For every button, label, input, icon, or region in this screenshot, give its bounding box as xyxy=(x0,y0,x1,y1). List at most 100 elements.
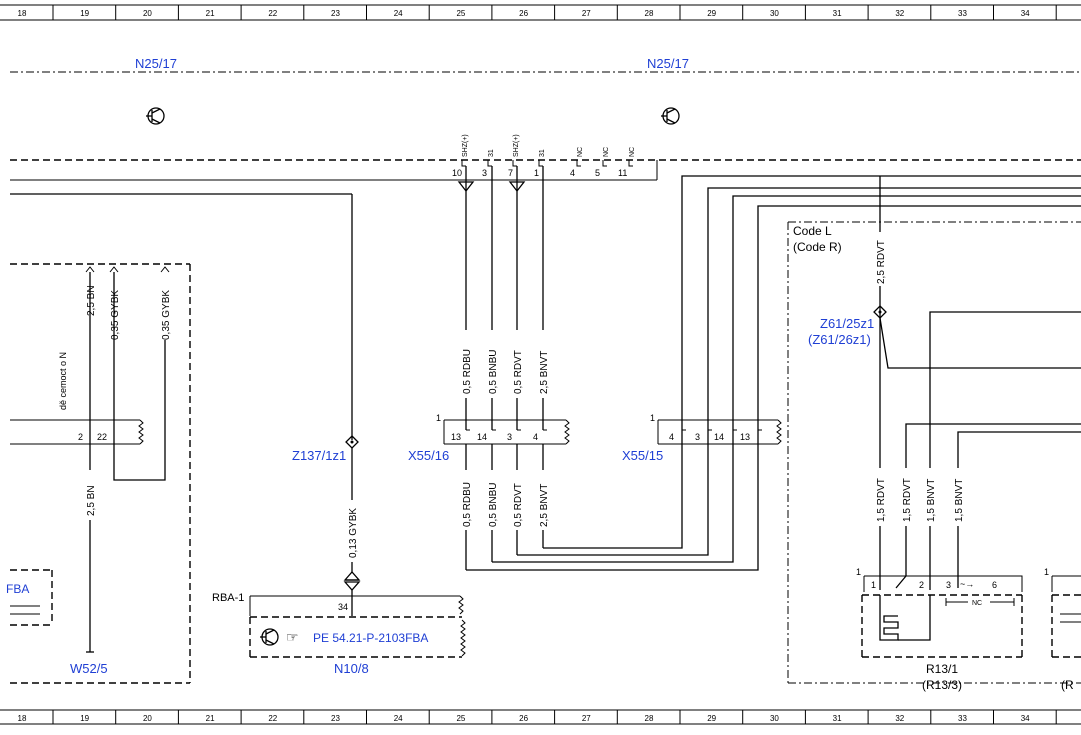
ruler-column-label: 33 xyxy=(958,9,967,18)
pin-number: 4 xyxy=(533,432,538,442)
connector-icon xyxy=(343,571,361,591)
ruler-column-label: 31 xyxy=(833,9,842,18)
signal-label: SHZ(+) xyxy=(462,134,469,157)
fuse-link-icon: ~→ xyxy=(960,579,974,589)
partial-module-right xyxy=(1051,594,1081,658)
ruler-column-label: 25 xyxy=(456,9,465,18)
ruler-column-label: 26 xyxy=(519,9,528,18)
ruler-column-label: 19 xyxy=(80,714,89,723)
ruler-column-label: 19 xyxy=(80,9,89,18)
z137-label[interactable]: Z137/1z1 xyxy=(292,448,346,463)
code-l-region xyxy=(787,221,1081,684)
pin-number: 14 xyxy=(714,432,724,442)
signal-label: 31 xyxy=(488,149,495,157)
r13-wire-labels: 1,5 RDVT 1,5 RDVT 1,5 BNVT 1,5 BNVT xyxy=(874,468,965,526)
pin-number: 2 xyxy=(919,580,924,590)
pin-number: 11 xyxy=(618,168,627,178)
signal-label: NC xyxy=(577,147,584,157)
ruler-column-label: 24 xyxy=(394,9,403,18)
top-connector: SHZ(+) 31 SHZ(+) 31 NC NC NC 10 3 7 1 4 … xyxy=(10,134,658,181)
pin-number: 4 xyxy=(669,432,674,442)
x55-16-connector[interactable]: 1 13 14 3 4 xyxy=(436,413,570,445)
x55-15-connector[interactable]: 1 4 3 14 13 xyxy=(650,413,782,445)
wire-label: 0,5 RDVT xyxy=(513,483,524,527)
ruler-column-label: 20 xyxy=(143,9,152,18)
pin-number: 13 xyxy=(740,432,750,442)
ruler-column-label: 26 xyxy=(519,714,528,723)
wire-label: 0,5 RDBU xyxy=(462,482,473,527)
pin-number: 5 xyxy=(595,168,600,178)
pin-number: 1 xyxy=(534,168,539,178)
pin-number: 1 xyxy=(1044,567,1049,577)
wire-label: 1,5 RDVT xyxy=(902,478,913,522)
cut-label: dě cemoct o N xyxy=(58,352,68,410)
ruler-column-label: 34 xyxy=(1021,714,1030,723)
pe-reference-link[interactable]: PE 54.21-P-2103FBA xyxy=(313,631,428,645)
ruler-column-label: 22 xyxy=(268,9,277,18)
ruler-column-label: 32 xyxy=(895,9,904,18)
n10-8-module[interactable] xyxy=(249,616,466,658)
lower-wire-labels: 0,5 RDBU 0,5 BNBU 0,5 RDVT 2,5 BNVT xyxy=(460,470,550,530)
ruler-column-label: 24 xyxy=(394,714,403,723)
wire-label: 0,5 BNBU xyxy=(488,350,499,394)
wire-label: 2,5 BN xyxy=(86,485,97,516)
ruler-column-label: 32 xyxy=(895,714,904,723)
wire-label: 2,5 BNVT xyxy=(539,484,550,527)
pin-number: 3 xyxy=(946,580,951,590)
transistor-icon xyxy=(146,107,165,125)
pin-number: 13 xyxy=(451,432,461,442)
ruler-column-label: 18 xyxy=(18,9,27,18)
ruler-column-label: 33 xyxy=(958,714,967,723)
z61-label[interactable]: Z61/25z1 xyxy=(820,316,874,331)
r13-1-module[interactable] xyxy=(861,594,1023,658)
r13-1-label[interactable]: R13/1 xyxy=(926,662,958,676)
pin-number: 14 xyxy=(477,432,487,442)
pin-number: 1 xyxy=(436,413,441,423)
partial-fba-box xyxy=(10,569,53,626)
r13-3-label: (R13/3) xyxy=(922,678,962,692)
x55-15-label[interactable]: X55/15 xyxy=(622,448,663,463)
wire-gybk-loop[interactable] xyxy=(113,272,166,481)
wire-label: 0,5 RDVT xyxy=(513,350,524,394)
pin-number: 1 xyxy=(856,567,861,577)
pin-number: 6 xyxy=(992,580,997,590)
wire-label: 0,5 BNBU xyxy=(488,483,499,527)
ruler-column-label: 25 xyxy=(456,714,465,723)
pin-number: 4 xyxy=(570,168,575,178)
n10-8-label[interactable]: N10/8 xyxy=(334,661,369,676)
ruler-column-label: 34 xyxy=(1021,9,1030,18)
wire-label: 0,35 GYBK xyxy=(161,290,172,340)
ruler-column-label: 30 xyxy=(770,714,779,723)
pin-number: 7 xyxy=(508,168,513,178)
transistor-icon xyxy=(260,628,279,646)
n25-17-left-label[interactable]: N25/17 xyxy=(135,56,177,71)
wire-label: 1,5 RDVT xyxy=(876,478,887,522)
code-l-label: Code L xyxy=(793,224,832,238)
ruler-column-label: 29 xyxy=(707,9,716,18)
signal-label: NC xyxy=(603,147,610,157)
ruler-column-label: 28 xyxy=(645,9,654,18)
x55-16-label[interactable]: X55/16 xyxy=(408,448,449,463)
n25-17-right-label[interactable]: N25/17 xyxy=(647,56,689,71)
nc-label: NC xyxy=(972,600,982,607)
wire-label: 0,13 GYBK xyxy=(348,508,359,558)
fba-partial-label[interactable]: FBA xyxy=(6,582,29,596)
pin-number: 1 xyxy=(871,580,876,590)
ruler-column-label: 31 xyxy=(833,714,842,723)
ruler-column-label: 20 xyxy=(143,714,152,723)
upper-wire-labels: 0,5 RDBU 0,5 BNBU 0,5 RDVT 2,5 BNVT xyxy=(460,330,550,398)
ruler-column-label: 27 xyxy=(582,714,591,723)
signal-label: NC xyxy=(629,147,636,157)
w52-5-label[interactable]: W52/5 xyxy=(70,661,108,676)
heating-element-icon xyxy=(879,595,899,641)
ruler-column-label: 18 xyxy=(18,714,27,723)
z61-alt-label[interactable]: (Z61/26z1) xyxy=(808,332,871,347)
wire-label: 1,5 BNVT xyxy=(954,479,965,522)
ruler-column-label: 21 xyxy=(206,714,215,723)
pointing-hand-icon: ☞ xyxy=(286,629,299,645)
signal-label: SHZ(+) xyxy=(513,134,520,157)
wire-label: 2,5 RDVT xyxy=(876,240,887,284)
pin-number: 3 xyxy=(482,168,487,178)
